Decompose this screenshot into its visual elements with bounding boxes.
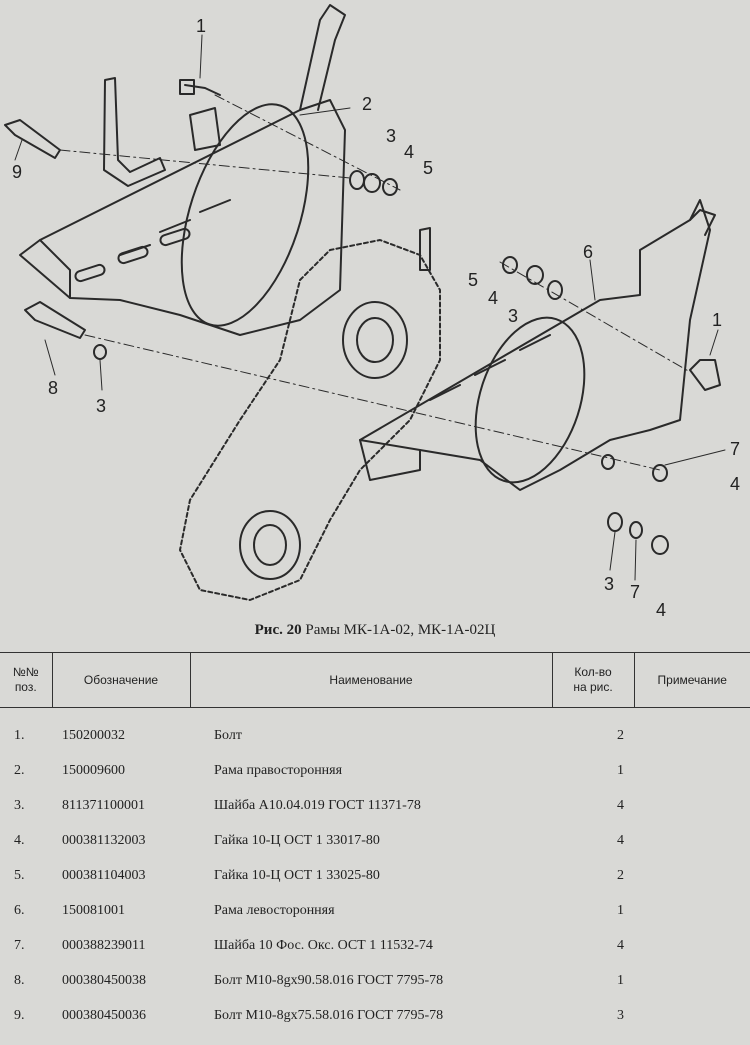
- row-name: Гайка 10-Ц ОСТ 1 33017-80: [214, 832, 380, 848]
- row-designation: 000380450038: [62, 972, 146, 988]
- header-name: Наименование: [189, 652, 552, 708]
- callout-6: 6: [583, 242, 593, 262]
- callout-4: 4: [404, 142, 414, 162]
- row-designation: 811371100001: [62, 797, 145, 813]
- row-quantity: 4: [617, 832, 624, 848]
- left-frame-part: [19, 4, 346, 336]
- row-note: [634, 858, 750, 893]
- row-quantity: 1: [617, 762, 624, 778]
- row-quantity: 4: [617, 797, 624, 813]
- row-name: Шайба 10 Фос. Окс. ОСТ 1 11532-74: [214, 937, 433, 953]
- callout-3-lower: 3: [96, 396, 106, 416]
- row-position: 3.: [14, 797, 25, 813]
- row-designation: 000380450036: [62, 1007, 146, 1023]
- row-position: 2.: [14, 762, 25, 778]
- row-position: 7.: [14, 937, 25, 953]
- table-header-row: №№ поз. Обозначение Наименование Кол-во …: [0, 652, 750, 708]
- callout-5-right: 5: [468, 270, 478, 290]
- callout-3: 3: [386, 126, 396, 146]
- callout-3-bottom: 3: [604, 574, 614, 594]
- table-row: 9. 000380450036 Болт М10-8gх75.58.016 ГОСТ…: [0, 998, 750, 1033]
- row-designation: 150081001: [62, 902, 125, 918]
- row-note: [634, 928, 750, 963]
- row-position: 9.: [14, 1007, 25, 1023]
- row-quantity: 4: [617, 937, 624, 953]
- right-frame-part: [359, 199, 716, 491]
- row-designation: 000388239011: [62, 937, 146, 953]
- row-designation: 150009600: [62, 762, 125, 778]
- callout-7-right: 7: [730, 439, 740, 459]
- table-row: 3. 811371100001 Шайба А10.04.019 ГОСТ 1137…: [0, 788, 750, 823]
- header-note: Примечание: [633, 652, 750, 708]
- row-note: [634, 708, 750, 754]
- table-row: 8. 000380450038 Болт М10-8gх90.58.016 ГОСТ…: [0, 963, 750, 998]
- row-quantity: 3: [617, 1007, 624, 1023]
- row-name: Рама левосторонняя: [214, 902, 335, 918]
- header-designation: Обозначение: [51, 652, 190, 708]
- callout-3-right: 3: [508, 306, 518, 326]
- row-position: 4.: [14, 832, 25, 848]
- figure-caption: Рис. 20 Рамы МК-1А-02, МК-1А-02Ц: [0, 622, 750, 639]
- parts-table-container: №№ поз. Обозначение Наименование Кол-во …: [0, 652, 750, 1045]
- row-note: [634, 998, 750, 1033]
- callout-4-right: 4: [488, 288, 498, 308]
- row-position: 5.: [14, 867, 25, 883]
- callout-1: 1: [196, 16, 206, 36]
- row-designation: 150200032: [62, 727, 125, 743]
- center-lines: [59, 94, 691, 471]
- header-position: №№ поз.: [0, 652, 52, 708]
- row-note: [634, 963, 750, 998]
- row-name: Болт: [214, 727, 242, 743]
- table-row: 4. 000381132003 Гайка 10-Ц ОСТ 1 33017-80 4: [0, 823, 750, 858]
- row-note: [634, 893, 750, 928]
- row-note: [634, 823, 750, 858]
- table-row: 1. 150200032 Болт 2: [0, 708, 750, 754]
- row-note: [634, 753, 750, 788]
- row-quantity: 2: [617, 867, 624, 883]
- row-position: 8.: [14, 972, 25, 988]
- table-row: 7. 000388239011 Шайба 10 Фос. Окс. ОСТ 1 1…: [0, 928, 750, 963]
- exploded-assembly-drawing: 1 2 3 4 5 9 8 3 6 5 4 3 1 7 4 3 7 4: [4, 4, 740, 620]
- callout-4-far-right: 4: [730, 474, 740, 494]
- callout-8: 8: [48, 378, 58, 398]
- row-name: Рама правосторонняя: [214, 762, 343, 778]
- callout-7-bottom: 7: [630, 582, 640, 602]
- table-row: 6. 150081001 Рама левосторонняя 1: [0, 893, 750, 928]
- table-row: 5. 000381104003 Гайка 10-Ц ОСТ 1 33025-80 2: [0, 858, 750, 893]
- row-note: [634, 788, 750, 823]
- row-quantity: 1: [617, 902, 624, 918]
- figure-title: Рамы МК-1А-02, МК-1А-02Ц: [305, 622, 496, 638]
- row-designation: 000381132003: [62, 832, 146, 848]
- row-name: Болт М10-8gх75.58.016 ГОСТ 7795-78: [214, 1007, 444, 1023]
- figure-number: Рис. 20: [254, 622, 302, 638]
- row-position: 6.: [14, 902, 25, 918]
- row-quantity: 2: [617, 727, 624, 743]
- callout-5: 5: [423, 158, 433, 178]
- parts-table: №№ поз. Обозначение Наименование Кол-во …: [0, 652, 750, 1033]
- row-name: Гайка 10-Ц ОСТ 1 33025-80: [214, 867, 380, 883]
- chain-case-part: [179, 227, 441, 601]
- callout-4-bottom: 4: [656, 600, 666, 620]
- bolts: [4, 79, 721, 391]
- row-name: Болт М10-8gх90.58.016 ГОСТ 7795-78: [214, 972, 444, 988]
- callout-1-right: 1: [712, 310, 722, 330]
- washers-and-nuts: [93, 170, 669, 555]
- row-quantity: 1: [617, 972, 624, 988]
- row-name: Шайба А10.04.019 ГОСТ 11371-78: [214, 797, 421, 813]
- leader-lines: [14, 34, 726, 581]
- table-row: 2. 150009600 Рама правосторонняя 1: [0, 753, 750, 788]
- callout-2: 2: [362, 94, 372, 114]
- header-quantity: Кол-во на рис.: [551, 652, 634, 708]
- row-position: 1.: [14, 727, 25, 743]
- callout-9: 9: [12, 162, 22, 182]
- row-designation: 000381104003: [62, 867, 146, 883]
